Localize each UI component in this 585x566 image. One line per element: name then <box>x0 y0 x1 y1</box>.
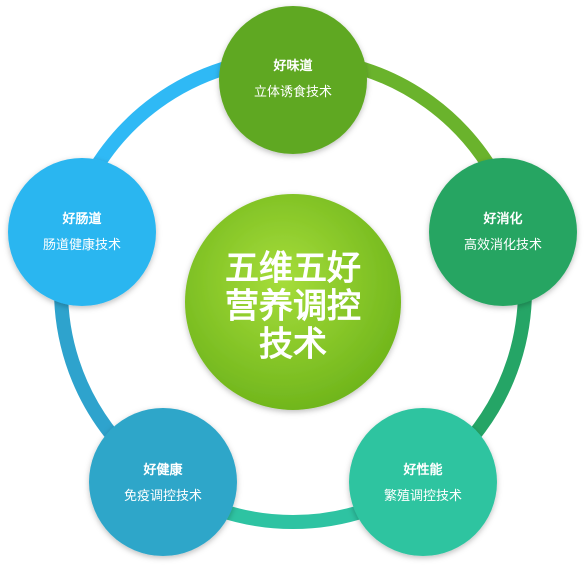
node-right-title: 好消化 <box>482 211 522 227</box>
node-right-circle <box>429 158 577 306</box>
node-top-subtitle: 立体诱食技术 <box>254 84 332 100</box>
node-top-title: 好味道 <box>272 58 312 74</box>
center-line-2: 营养调控 <box>225 287 361 327</box>
node-left-circle <box>8 158 156 306</box>
node-left-subtitle: 肠道健康技术 <box>43 237 121 253</box>
node-top-circle <box>219 6 367 154</box>
node-bottom-left-circle <box>89 408 237 556</box>
node-right: 好消化 高效消化技术 <box>429 158 577 306</box>
center-circle <box>185 194 401 410</box>
node-left-title: 好肠道 <box>61 211 101 227</box>
center-line-3: 技术 <box>259 325 327 365</box>
node-right-subtitle: 高效消化技术 <box>464 237 542 253</box>
node-bottom-right-title: 好性能 <box>402 462 442 478</box>
center-node: 五维五好 营养调控 技术 <box>185 194 401 410</box>
node-bottom-left-title: 好健康 <box>142 462 183 478</box>
node-bottom-right: 好性能 繁殖调控技术 <box>349 408 497 556</box>
node-bottom-left-subtitle: 免疫调控技术 <box>124 488 202 504</box>
center-line-1: 五维五好 <box>225 249 361 289</box>
node-bottom-right-circle <box>349 408 497 556</box>
node-bottom-right-subtitle: 繁殖调控技术 <box>384 488 462 504</box>
node-left: 好肠道 肠道健康技术 <box>8 158 156 306</box>
node-bottom-left: 好健康 免疫调控技术 <box>89 408 237 556</box>
node-top: 好味道 立体诱食技术 <box>219 6 367 154</box>
